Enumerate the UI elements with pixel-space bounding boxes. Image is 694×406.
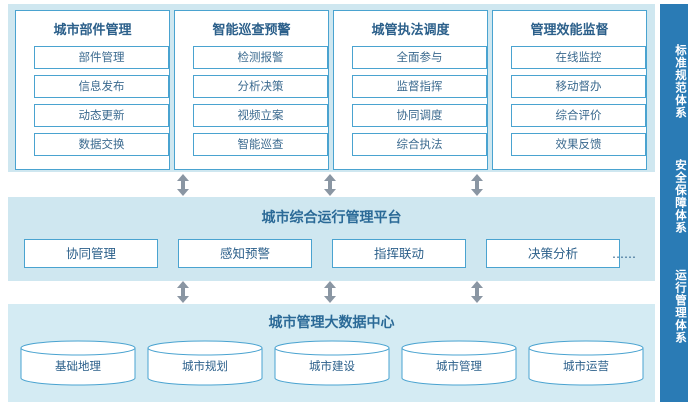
side-system-bar: 标准规范体系 安全保障体系 运行管理体系 [660, 4, 688, 402]
database-cylinder[interactable]: 城市建设 [274, 340, 390, 386]
double-arrow-icon [471, 281, 483, 303]
module-title: 城管执法调度 [371, 23, 450, 38]
module-item[interactable]: 视频立案 [193, 104, 328, 127]
database-icon [274, 340, 390, 386]
database-icon [528, 340, 644, 386]
module-item[interactable]: 效果反馈 [511, 133, 646, 156]
module-item[interactable]: 移动督办 [511, 75, 646, 98]
database-icon [147, 340, 263, 386]
platform-layer: 城市综合运行管理平台 协同管理 感知预警 指挥联动 决策分析 …… [8, 197, 655, 281]
module-item[interactable]: 信息发布 [34, 75, 169, 98]
database-label: 基础地理 [55, 359, 101, 373]
database-cylinder[interactable]: 城市规划 [147, 340, 263, 386]
double-arrow-icon [177, 281, 189, 303]
module-item[interactable]: 综合执法 [352, 133, 487, 156]
platform-item[interactable]: 感知预警 [178, 239, 312, 268]
module-item[interactable]: 监督指挥 [352, 75, 487, 98]
module-item[interactable]: 协同调度 [352, 104, 487, 127]
double-arrow-icon [324, 281, 336, 303]
data-center-layer: 城市管理大数据中心 基础地理 城市规划 城市建设 城市管理 城市 [8, 304, 655, 402]
side-label-security: 安全保障体系 [674, 159, 688, 234]
database-icon [20, 340, 136, 386]
database-label: 城市运营 [563, 359, 609, 373]
side-label-standards: 标准规范体系 [674, 44, 688, 119]
platform-title: 城市综合运行管理平台 [261, 210, 402, 226]
module-efficiency-supervision: 管理效能监督 在线监控 移动督办 综合评价 效果反馈 [492, 10, 647, 170]
module-item[interactable]: 在线监控 [511, 46, 646, 69]
module-item[interactable]: 检测报警 [193, 46, 328, 69]
module-item[interactable]: 综合评价 [511, 104, 646, 127]
double-arrow-icon [324, 174, 336, 196]
database-cylinder[interactable]: 城市运营 [528, 340, 644, 386]
platform-item[interactable]: 指挥联动 [332, 239, 466, 268]
module-item[interactable]: 智能巡查 [193, 133, 328, 156]
platform-item[interactable]: 协同管理 [24, 239, 158, 268]
double-arrow-icon [471, 174, 483, 196]
more-ellipsis: …… [612, 247, 636, 261]
application-layer: 城市部件管理 部件管理 信息发布 动态更新 数据交换 智能巡查预警 检测报警 分… [8, 4, 655, 172]
module-item[interactable]: 分析决策 [193, 75, 328, 98]
database-label: 城市建设 [309, 359, 355, 373]
module-title: 城市部件管理 [53, 23, 132, 38]
module-item[interactable]: 动态更新 [34, 104, 169, 127]
database-label: 城市规划 [182, 359, 228, 373]
database-icon [401, 340, 517, 386]
module-smart-inspection: 智能巡查预警 检测报警 分析决策 视频立案 智能巡查 [174, 10, 329, 170]
module-title: 智能巡查预警 [212, 23, 291, 38]
database-label: 城市管理 [436, 359, 482, 373]
module-item[interactable]: 全面参与 [352, 46, 487, 69]
module-title: 管理效能监督 [530, 23, 609, 38]
module-component-management: 城市部件管理 部件管理 信息发布 动态更新 数据交换 [15, 10, 170, 170]
side-label-operations: 运行管理体系 [674, 269, 688, 344]
module-item[interactable]: 部件管理 [34, 46, 169, 69]
module-enforcement-dispatch: 城管执法调度 全面参与 监督指挥 协同调度 综合执法 [333, 10, 488, 170]
data-center-title: 城市管理大数据中心 [268, 315, 395, 331]
platform-item[interactable]: 决策分析 [486, 239, 620, 268]
double-arrow-icon [177, 174, 189, 196]
database-cylinder[interactable]: 城市管理 [401, 340, 517, 386]
database-cylinder[interactable]: 基础地理 [20, 340, 136, 386]
module-item[interactable]: 数据交换 [34, 133, 169, 156]
